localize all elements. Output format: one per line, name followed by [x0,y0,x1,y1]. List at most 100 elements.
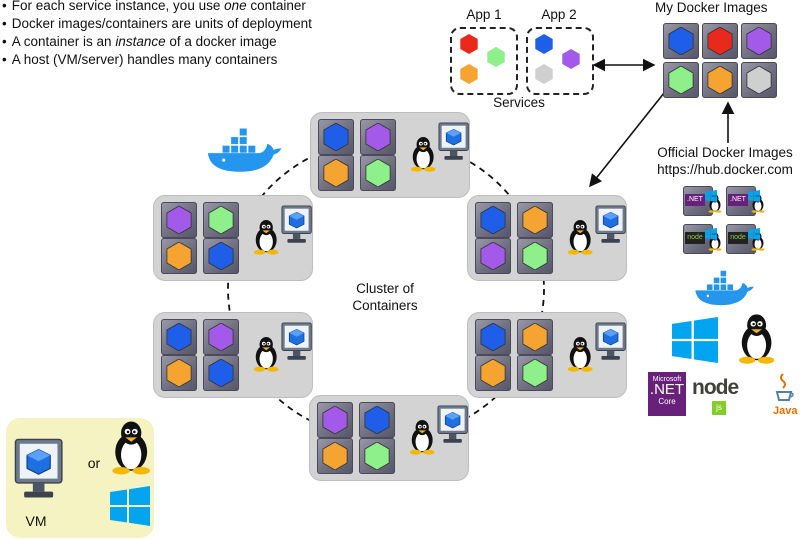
dotnet-core-logo: Microsoft .NET Core [648,372,686,416]
services-label: Services [493,95,545,110]
windows-logo-icon [705,190,717,202]
hexagon-icon [166,206,192,234]
container-icon [317,402,353,438]
hexagon-icon [364,406,390,434]
hexagon-icon [208,242,234,270]
or-label: or [87,455,101,471]
cluster-label-line2: Containers [352,298,418,313]
official-image-badge: .NET [685,194,705,206]
dotnet-core-text: Core [658,397,676,406]
service-green-hexagon [487,47,505,67]
official-image-badge: node [728,232,748,244]
container-icon [203,238,239,274]
hexagon-icon [364,442,390,470]
bullet-item: Docker images/containers are units of de… [2,15,312,33]
service-gray-hexagon [535,64,553,84]
linux-penguin-icon [567,219,593,255]
my-docker-image-icon [702,23,738,59]
container-icon [203,202,239,238]
vm-label: VM [25,513,47,529]
container-icon [360,155,396,191]
app2-label: App 2 [541,7,577,22]
official-image-badge: .NET [728,194,748,206]
container-icon [161,202,197,238]
cluster-label-line1: Cluster of [356,281,414,296]
hexagon-icon [365,159,391,187]
hexagon-icon [166,359,192,387]
windows-logo-icon [748,228,760,240]
dotnet-big-text: .NET [649,381,685,398]
bullet-list: For each service instance, you use one c… [2,0,312,69]
images-to-cluster-arrow [589,87,669,188]
my-docker-image-icon [741,62,777,98]
container-icon [203,355,239,391]
nodejs-js-badge: js [712,401,726,415]
app1-label: App 1 [466,7,502,22]
hexagon-icon [322,442,348,470]
linux-penguin-icon [112,421,151,475]
hexagon-icon [522,359,548,387]
container-icon [161,238,197,274]
vm-monitor-icon [14,438,63,498]
official-image-icon: .NET [726,186,756,216]
container-icon [317,438,353,474]
vm-monitor-icon [437,405,468,443]
windows-logo-icon [748,190,760,202]
hexagon-icon [166,242,192,270]
hexagon-icon [208,359,234,387]
container-icon [161,355,197,391]
container-icon [475,238,511,274]
official-image-badge: node [685,232,705,244]
windows-logo-icon [672,317,718,363]
hexagon-icon [707,27,733,55]
hexagon-icon [746,27,772,55]
service-blue-hexagon [535,34,553,54]
container-icon [475,202,511,238]
hexagon-icon [522,323,548,351]
hexagon-icon [166,323,192,351]
hexagon-icon [480,206,506,234]
service-app1-box [450,27,518,95]
container-icon [359,402,395,438]
dotnet-brand-text: Microsoft [652,376,682,383]
hexagon-icon [480,242,506,270]
java-logo-text: Java [773,405,798,417]
windows-logo-icon [705,228,717,240]
hexagon-icon [480,323,506,351]
bullet-item: A container is an instance of a docker i… [2,33,312,51]
container-icon [475,319,511,355]
my-docker-image-icon [663,62,699,98]
hexagon-icon [480,359,506,387]
hexagon-icon [522,242,548,270]
official-image-icon: .NET [683,186,713,216]
container-icon [517,355,553,391]
vm-monitor-icon [438,122,469,160]
nodejs-logo-text: node [692,376,739,399]
my-images-label: My Docker Images [655,0,768,15]
hexagon-icon [323,159,349,187]
container-icon [360,119,396,155]
service-orange-hexagon [460,64,478,84]
vm-monitor-icon [281,322,312,360]
hexagon-icon [323,123,349,151]
official-image-icon: node [683,224,713,254]
docker-hub-url[interactable]: https://hub.docker.com [657,162,793,177]
official-image-icon: node [726,224,756,254]
my-docker-image-icon [663,23,699,59]
container-icon [318,119,354,155]
linux-penguin-icon [739,314,775,364]
vm-monitor-icon [281,205,312,243]
linux-penguin-icon [409,419,435,455]
container-icon [161,319,197,355]
container-icon [359,438,395,474]
hexagon-icon [522,206,548,234]
linux-penguin-icon [253,219,279,255]
my-docker-image-icon [702,62,738,98]
cluster-ring [227,138,545,440]
linux-penguin-icon [410,136,436,172]
hexagon-icon [322,406,348,434]
hexagon-icon [208,206,234,234]
my-docker-image-icon [741,23,777,59]
docker-whale-icon [695,270,754,306]
